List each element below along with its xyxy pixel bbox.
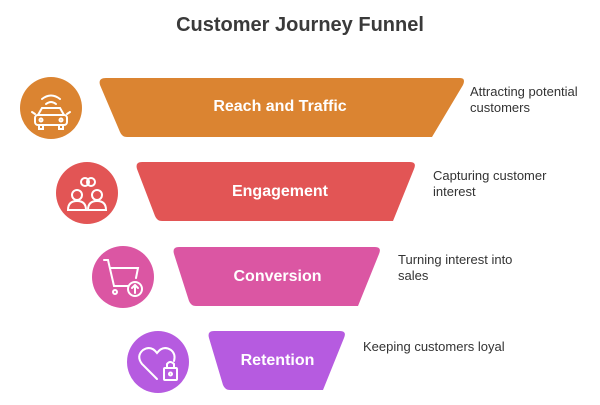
funnel-segment-engagement <box>136 162 415 221</box>
stage-description-conversion: Turning interest into sales <box>398 252 513 283</box>
stage-description-retention: Keeping customers loyal <box>363 339 505 354</box>
heart-lock-icon <box>127 331 189 393</box>
stage-label-engagement: Engagement <box>231 183 328 200</box>
stage-label-retention: Retention <box>240 352 315 369</box>
stage-description-engagement: Capturing customer interest <box>433 168 547 199</box>
car-signal-icon <box>20 77 82 139</box>
stage-label-reach: Reach and Traffic <box>213 98 347 115</box>
funnel-segment-conversion <box>173 247 380 306</box>
cart-upload-icon <box>92 246 154 308</box>
funnel-segment-reach <box>99 78 464 137</box>
people-interaction-icon <box>56 162 118 224</box>
stage-description-reach: Attracting potential customers <box>470 84 578 115</box>
diagram-title: Customer Journey Funnel <box>176 14 424 36</box>
stage-label-conversion: Conversion <box>233 268 322 285</box>
funnel-segment-retention <box>208 331 345 390</box>
